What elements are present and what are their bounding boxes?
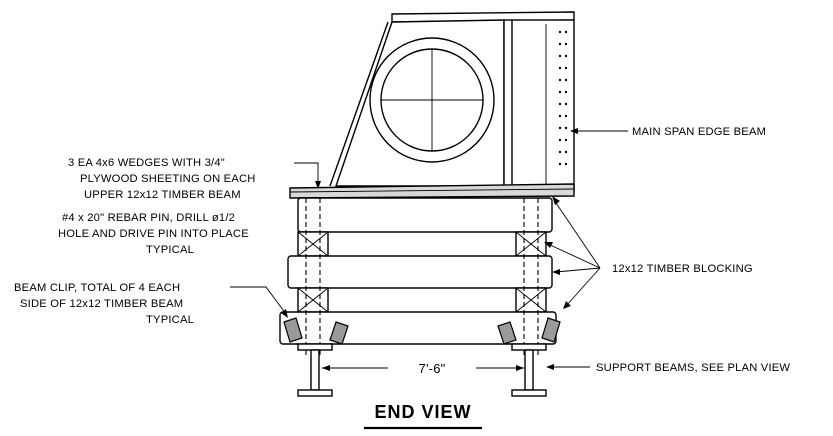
dimension-label: 7'-6" bbox=[419, 361, 446, 376]
timber-blocking-label: 12x12 TIMBER BLOCKING bbox=[612, 263, 753, 275]
title-label: END VIEW bbox=[374, 402, 471, 422]
rebar-pin-label-line-3: TYPICAL bbox=[146, 244, 194, 256]
callout-main-span-edge-beam: MAIN SPAN EDGE BEAM bbox=[570, 126, 766, 138]
upper-timber-beam bbox=[297, 197, 553, 233]
timber-blocking-stack bbox=[279, 197, 557, 345]
view-title: END VIEW bbox=[364, 402, 482, 430]
callout-rebar-pin: #4 x 20" REBAR PIN, DRILL ø1/2 HOLE AND … bbox=[58, 212, 249, 256]
callout-beam-clip: BEAM CLIP, TOTAL OF 4 EACH SIDE OF 12x12… bbox=[14, 282, 288, 326]
support-beams-label: SUPPORT BEAMS, SEE PLAN VIEW bbox=[596, 362, 790, 374]
wedges-label-line-2: PLYWOOD SHEETING ON EACH bbox=[80, 173, 256, 185]
callout-support-beams: SUPPORT BEAMS, SEE PLAN VIEW bbox=[546, 362, 790, 374]
rebar-pin-label-line-1: #4 x 20" REBAR PIN, DRILL ø1/2 bbox=[62, 212, 235, 224]
dimension-7-6: 7'-6" bbox=[322, 361, 524, 376]
beam-clip-label-line-1: BEAM CLIP, TOTAL OF 4 EACH bbox=[14, 282, 180, 294]
wedges-label-line-1: 3 EA 4x6 WEDGES WITH 3/4" bbox=[68, 157, 225, 169]
callout-wedges: 3 EA 4x6 WEDGES WITH 3/4" PLYWOOD SHEETI… bbox=[68, 157, 321, 201]
beam-clips bbox=[283, 317, 561, 345]
support-beam-right bbox=[511, 343, 547, 397]
beam-clip-label-line-2: SIDE OF 12x12 TIMBER BEAM bbox=[20, 298, 183, 310]
beam-clip-label-line-3: TYPICAL bbox=[146, 314, 194, 326]
middle-timber-beam bbox=[287, 255, 553, 289]
support-beam-left bbox=[297, 343, 333, 397]
rebar-pin-label-line-2: HOLE AND DRIVE PIN INTO PLACE bbox=[58, 228, 249, 240]
wedges-label-line-3: UPPER 12x12 TIMBER BEAM bbox=[84, 189, 241, 201]
main-span-edge-beam-label: MAIN SPAN EDGE BEAM bbox=[632, 126, 766, 138]
bolt-pattern bbox=[558, 30, 568, 166]
callout-timber-blocking: 12x12 TIMBER BLOCKING bbox=[544, 196, 753, 309]
main-span-edge-beam bbox=[289, 11, 575, 199]
rebar-pins bbox=[305, 198, 539, 356]
